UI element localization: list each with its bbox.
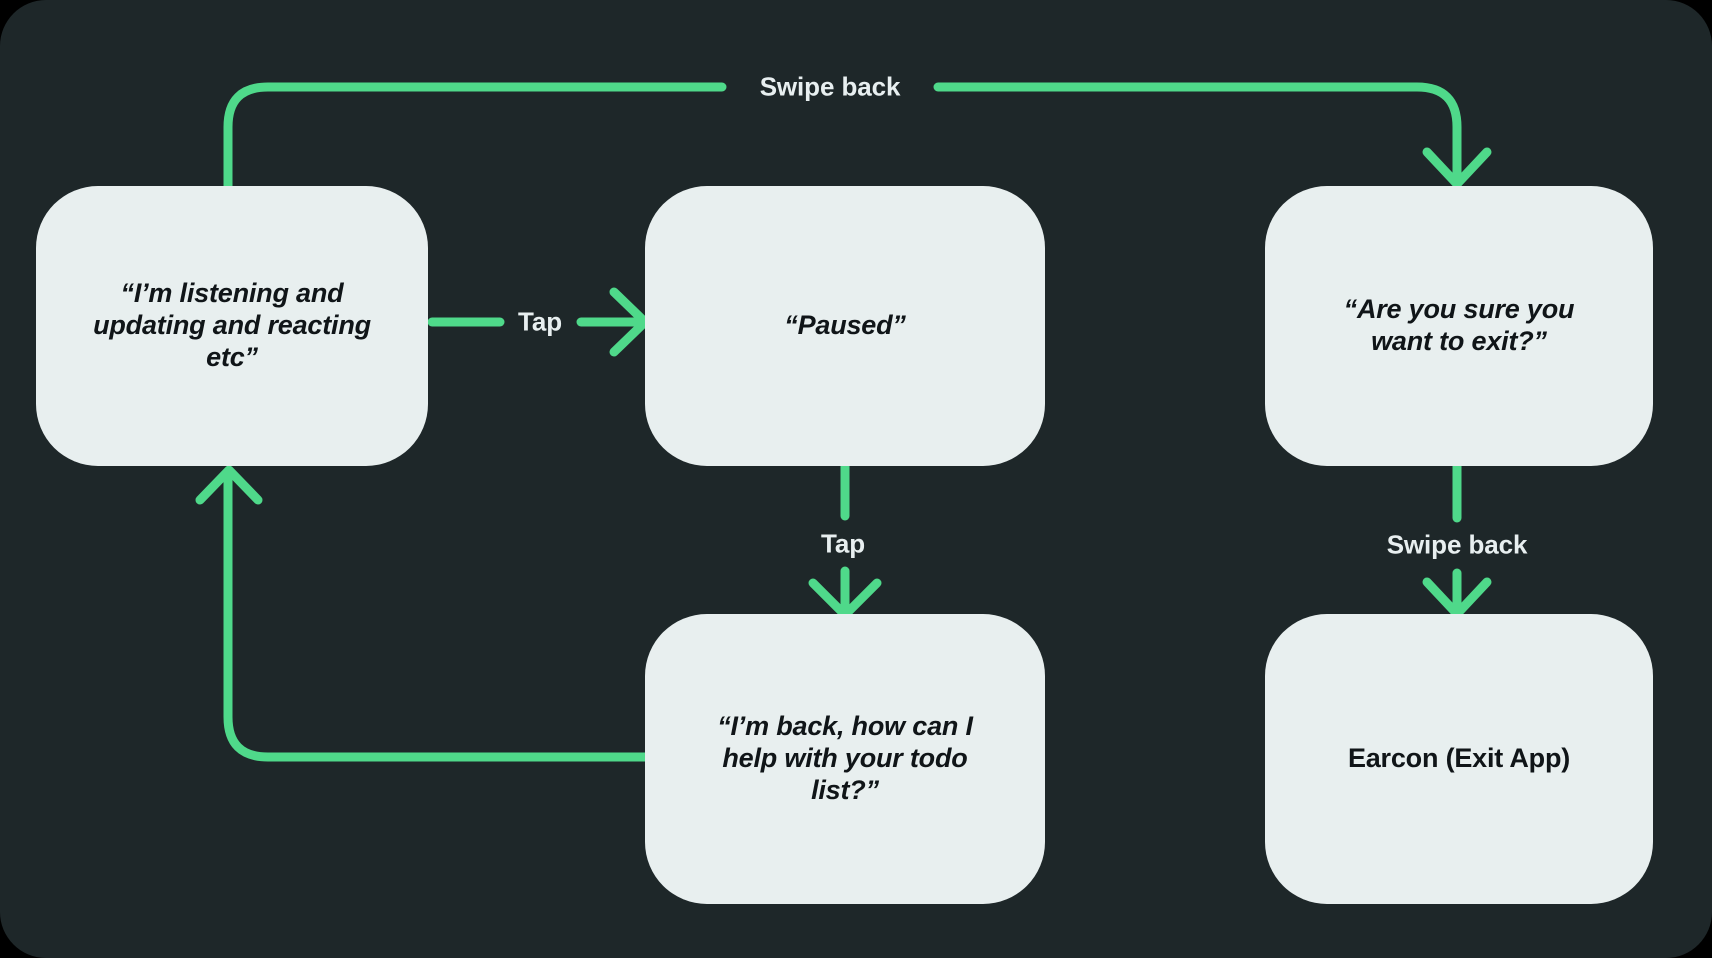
edge-return-loop xyxy=(223,467,651,762)
edge-label-tap-vertical: Tap xyxy=(821,528,865,559)
node-earcon-label: Earcon (Exit App) xyxy=(1347,743,1571,774)
edge-swipe-back-top-right-segment xyxy=(933,82,1462,190)
edge-swipe-back-top-arrowhead xyxy=(1422,147,1492,189)
node-paused[interactable]: “Paused” xyxy=(645,186,1045,466)
node-listening[interactable]: “I’m listening and updating and reacting… xyxy=(36,186,428,466)
node-are-you-sure[interactable]: “Are you sure you want to exit?” xyxy=(1265,186,1653,466)
edge-tap-vertical-arrowhead xyxy=(808,578,882,620)
edge-swipe-back-top-left-segment xyxy=(223,82,727,191)
edge-swipe-back-right-arrowhead xyxy=(1422,577,1492,619)
node-are-you-sure-label: “Are you sure you want to exit?” xyxy=(1343,294,1575,356)
node-listening-label: “I’m listening and updating and reacting… xyxy=(93,278,371,372)
edge-label-swipe-back-top: Swipe back xyxy=(759,71,901,102)
node-paused-label: “Paused” xyxy=(784,310,906,341)
edge-label-tap-horizontal: Tap xyxy=(518,306,562,337)
node-im-back[interactable]: “I’m back, how can I help with your todo… xyxy=(645,614,1045,904)
edge-label-swipe-back-right: Swipe back xyxy=(1386,529,1528,560)
edge-tap-horizontal-arrowhead xyxy=(609,287,650,357)
edge-return-loop-arrowhead xyxy=(195,465,263,505)
node-earcon[interactable]: Earcon (Exit App) xyxy=(1265,614,1653,904)
node-im-back-label: “I’m back, how can I help with your todo… xyxy=(717,711,973,805)
